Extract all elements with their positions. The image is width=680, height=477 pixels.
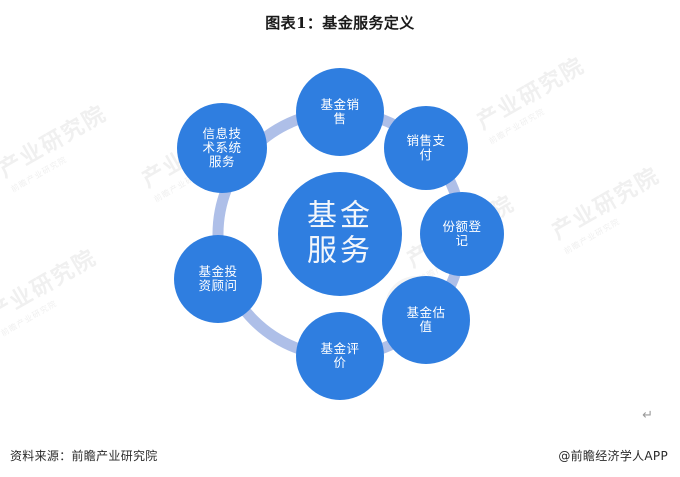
source-note: 资料来源：前瞻产业研究院 [10, 449, 158, 463]
node-circle-share-registration[interactable] [420, 192, 504, 276]
attribution-note: @前瞻经济学人APP [558, 449, 668, 463]
page-title: 图表1：基金服务定义 [265, 14, 415, 32]
node-circle-fund-evaluation[interactable] [296, 312, 384, 400]
node-circle-sales-payment[interactable] [384, 106, 468, 190]
node-circle-investment-advisor[interactable] [174, 235, 262, 323]
diagram-canvas [174, 68, 504, 400]
node-circle-fund-sales[interactable] [296, 68, 384, 156]
return-symbol-icon: ↵ [642, 408, 653, 423]
hub-circle[interactable] [278, 172, 402, 296]
node-circle-it-system-service[interactable] [177, 103, 267, 193]
node-circle-fund-valuation[interactable] [382, 276, 470, 364]
